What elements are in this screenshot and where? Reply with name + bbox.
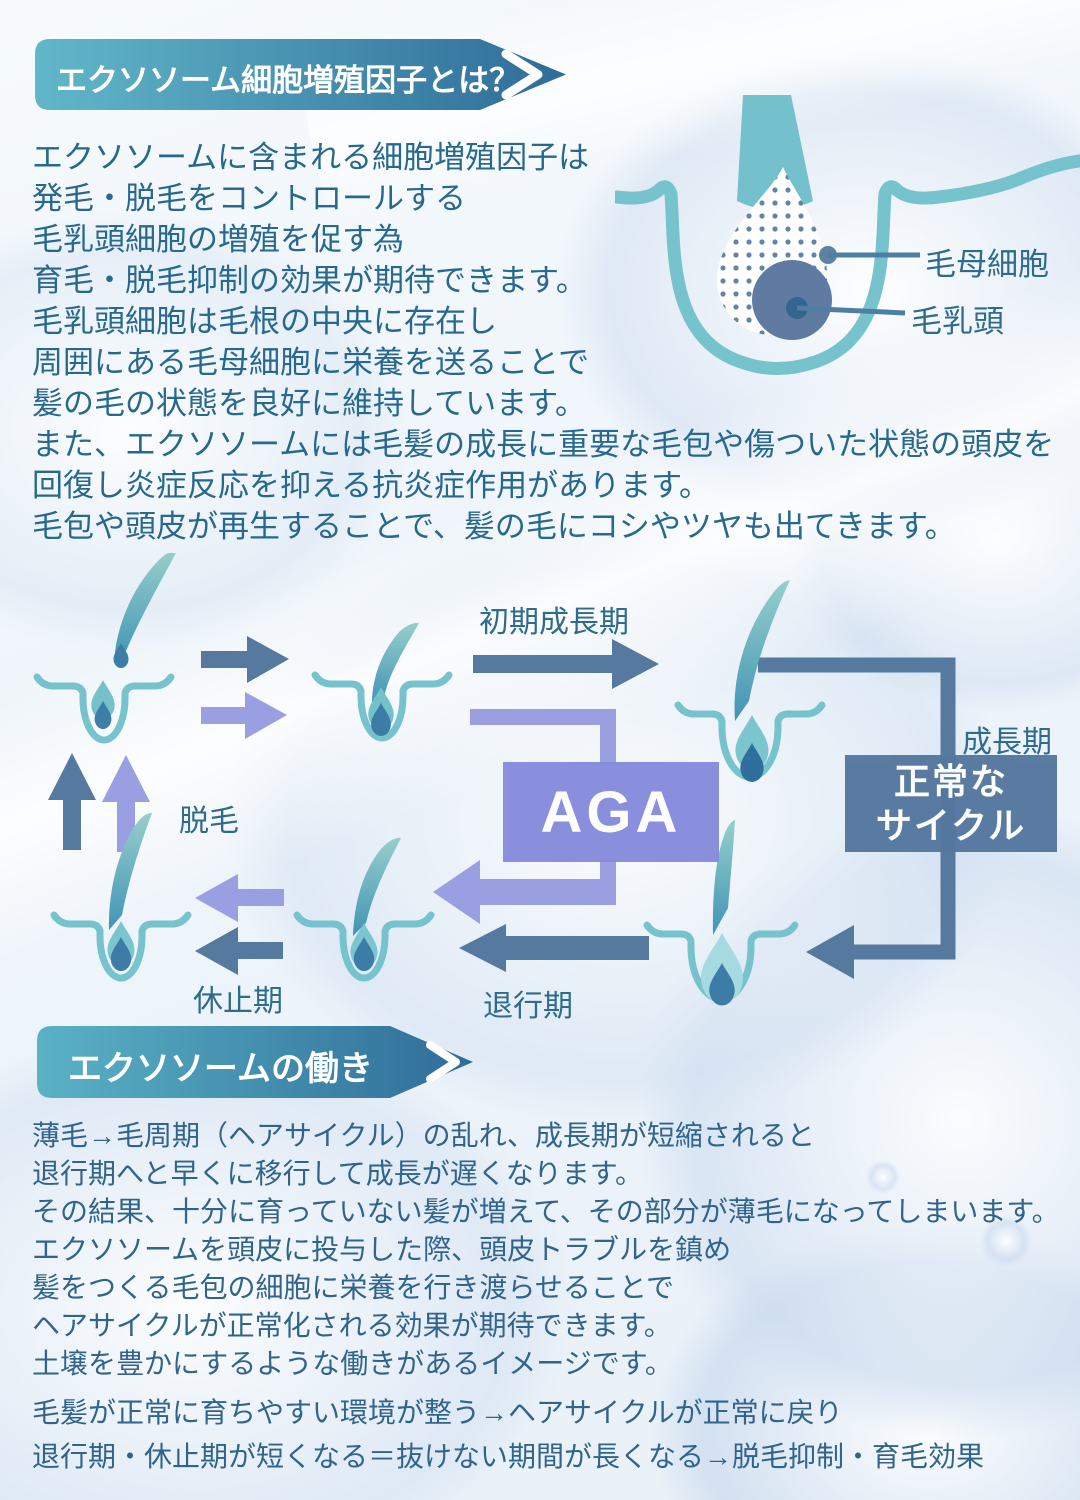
old-hair: [108, 812, 152, 930]
normal-cycle-line1: 正常な: [893, 760, 1008, 802]
arrow-regression-dark: [459, 924, 649, 972]
papilla-pointer-line: [796, 305, 906, 316]
aga-path-top: [470, 709, 616, 764]
aga-box: AGA: [503, 762, 719, 862]
normal-cycle-line2: サイクル: [875, 804, 1027, 846]
intro-paragraph: エクソソームに含まれる細胞増殖因子は 発毛・脱毛をコントロールする 毛乳頭細胞の…: [32, 137, 1054, 547]
follicle-pre-shedding: [50, 812, 192, 982]
intro-line: エクソソームに含まれる細胞増殖因子は: [32, 140, 590, 175]
body-line: 土壌を豊かにするような働きがあるイメージです。: [32, 1348, 673, 1379]
resting-hair: [353, 837, 401, 936]
body-line: エクソソームを頭皮に投与した際、頭皮トラブルを鎮め: [32, 1234, 732, 1265]
intro-line: 髪の毛の状態を良好に維持しています。: [32, 386, 586, 421]
label-hair-papilla: 毛乳頭: [911, 304, 1004, 339]
chevron-right-icon: [426, 1041, 460, 1083]
follicle-new-growth: [33, 553, 176, 744]
body-line: ヘアサイクルが正常化される効果が期待できます。: [32, 1310, 672, 1341]
background-bubble: [866, 1160, 900, 1194]
long-hair: [734, 580, 790, 721]
intro-line: 育毛・脱毛抑制の効果が期待できます。: [32, 263, 587, 298]
regressing-hair: [712, 820, 735, 935]
intro-line: また、エクソソームには毛髪の成長に重要な毛包や傷ついた状態の頭皮を: [32, 427, 1055, 462]
arrows-a-to-b: [201, 636, 289, 739]
aga-path-arrow: [433, 860, 616, 924]
label-growth: 成長期: [962, 726, 1052, 759]
section-title-what-is: エクソソーム細胞増殖因子とは？: [56, 63, 521, 98]
section-badge-function: [30, 1022, 475, 1102]
intro-line: 回復し炎症反応を抑える抗炎症作用があります。: [32, 468, 710, 503]
section-title-function: エクソソームの働き: [68, 1050, 373, 1088]
intro-line: 発毛・脱毛をコントロールする: [32, 181, 466, 216]
intro-line: 毛乳頭細胞は毛根の中央に存在し: [32, 304, 497, 339]
intro-line: 周囲にある毛母細胞に栄養を送ることで: [32, 345, 590, 380]
badge-ribbon-shape: [35, 39, 566, 110]
normal-cycle-box: 正常な サイクル: [845, 755, 1057, 852]
intro-line: 毛包や頭皮が再生することで、髪の毛にコシやツヤも出てきます。: [32, 509, 956, 544]
falling-hair: [114, 553, 176, 663]
conclusion-paragraph: 毛髪が正常に育ちやすい環境が整う→ヘアサイクルが正常に戻り 退行期・休止期が短く…: [32, 1391, 984, 1479]
badge-ribbon-shape: [37, 1026, 473, 1098]
body-line: 髪をつくる毛包の細胞に栄養を行き渡らせることで: [32, 1272, 675, 1303]
body-line: 退行期へと早くに移行して成長が遅くなります。: [32, 1158, 643, 1189]
short-hair: [372, 622, 419, 703]
follicle-outline: [615, 154, 1080, 375]
intro-line: 毛乳頭細胞の増殖を促す為: [32, 222, 404, 257]
label-early-growth: 初期成長期: [479, 606, 629, 639]
body-line: その結果、十分に育っていない髪が増えて、その部分が薄毛になってしまいます。: [32, 1196, 1060, 1227]
follicle-resting: [293, 837, 435, 982]
hair-shaft: [737, 95, 813, 210]
arrow-early-growth: [473, 639, 659, 689]
body-line: 薄毛→毛周期（ヘアサイクル）の乱れ、成長期が短縮されると: [32, 1120, 815, 1151]
background-bubble: [980, 1215, 1032, 1267]
label-hair-matrix: 毛母細胞: [925, 247, 1049, 282]
follicle-regression: [643, 820, 799, 1006]
section-badge-what-is: [28, 36, 568, 113]
function-paragraph: 薄毛→毛周期（ヘアサイクル）の乱れ、成長期が短縮されると 退行期へと早くに移行し…: [32, 1117, 1060, 1383]
follicle-anatomy-diagram: [615, 95, 1080, 375]
arrows-resting: [195, 874, 284, 975]
follicle-growth: [674, 580, 826, 782]
label-resting: 休止期: [193, 985, 283, 1018]
chevron-right-icon: [501, 49, 543, 100]
body-line: 退行期・休止期が短くなる＝抜けない期間が長くなる→脱毛抑制・育毛効果: [32, 1441, 985, 1472]
body-line: 毛髪が正常に育ちやすい環境が整う→ヘアサイクルが正常に戻り: [32, 1397, 843, 1428]
label-shedding: 脱毛: [179, 805, 239, 838]
aga-box-label: AGA: [540, 779, 682, 845]
follicle-early-growth: [311, 622, 453, 742]
label-regression: 退行期: [483, 990, 573, 1023]
